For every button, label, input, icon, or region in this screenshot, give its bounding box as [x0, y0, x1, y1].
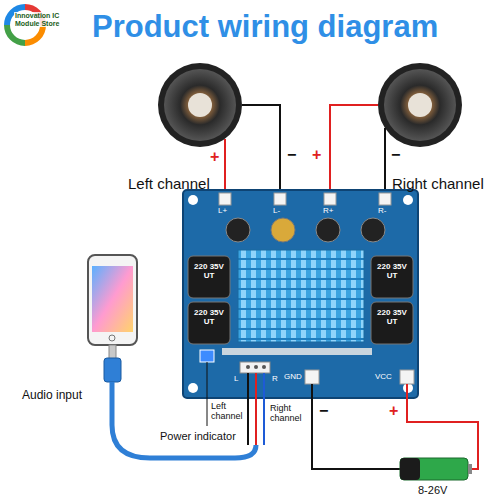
terminal-label: L-	[273, 207, 280, 216]
store-logo-text: Innovation IC Module Store	[14, 12, 80, 27]
polarity-sign: +	[312, 146, 321, 164]
capacitor-marking: 220 35V UT	[190, 309, 228, 327]
pin-label: L	[234, 375, 238, 384]
capacitor-marking: 220 35V UT	[373, 309, 411, 327]
audio-cable	[104, 345, 264, 458]
terminal-label: L+	[218, 207, 227, 216]
wire-label: Left channel	[211, 402, 245, 422]
diagram-title: Product wiring diagram	[92, 10, 438, 44]
pin-label: VCC	[375, 373, 392, 382]
channel-label: Right channel	[392, 176, 484, 193]
capacitor-marking: 220 35V UT	[373, 263, 411, 281]
terminal-label: R-	[378, 207, 386, 216]
capacitor-marking: 220 35V UT	[190, 263, 228, 281]
polarity-sign: +	[210, 148, 219, 166]
leader-line	[207, 362, 208, 426]
callout-label: Power indicator	[160, 430, 236, 442]
pin-label: GND	[284, 373, 302, 382]
pin-label: R	[272, 375, 278, 384]
wire-label: Right channel	[270, 404, 315, 424]
phone	[88, 255, 137, 345]
left-speaker	[158, 63, 242, 147]
polarity-sign: −	[287, 146, 296, 164]
right-speaker	[378, 63, 462, 147]
channel-label: Left channel	[128, 176, 210, 193]
polarity-sign: +	[389, 402, 398, 420]
input-label: Audio input	[22, 389, 82, 402]
battery	[400, 458, 472, 480]
voltage-label: 8-26V	[418, 484, 447, 496]
polarity-sign: −	[391, 146, 400, 164]
speaker-wires	[225, 105, 385, 196]
power-wires	[312, 384, 478, 469]
polarity-sign: −	[319, 402, 328, 420]
terminal-label: R+	[323, 207, 333, 216]
amplifier-board	[183, 190, 418, 398]
